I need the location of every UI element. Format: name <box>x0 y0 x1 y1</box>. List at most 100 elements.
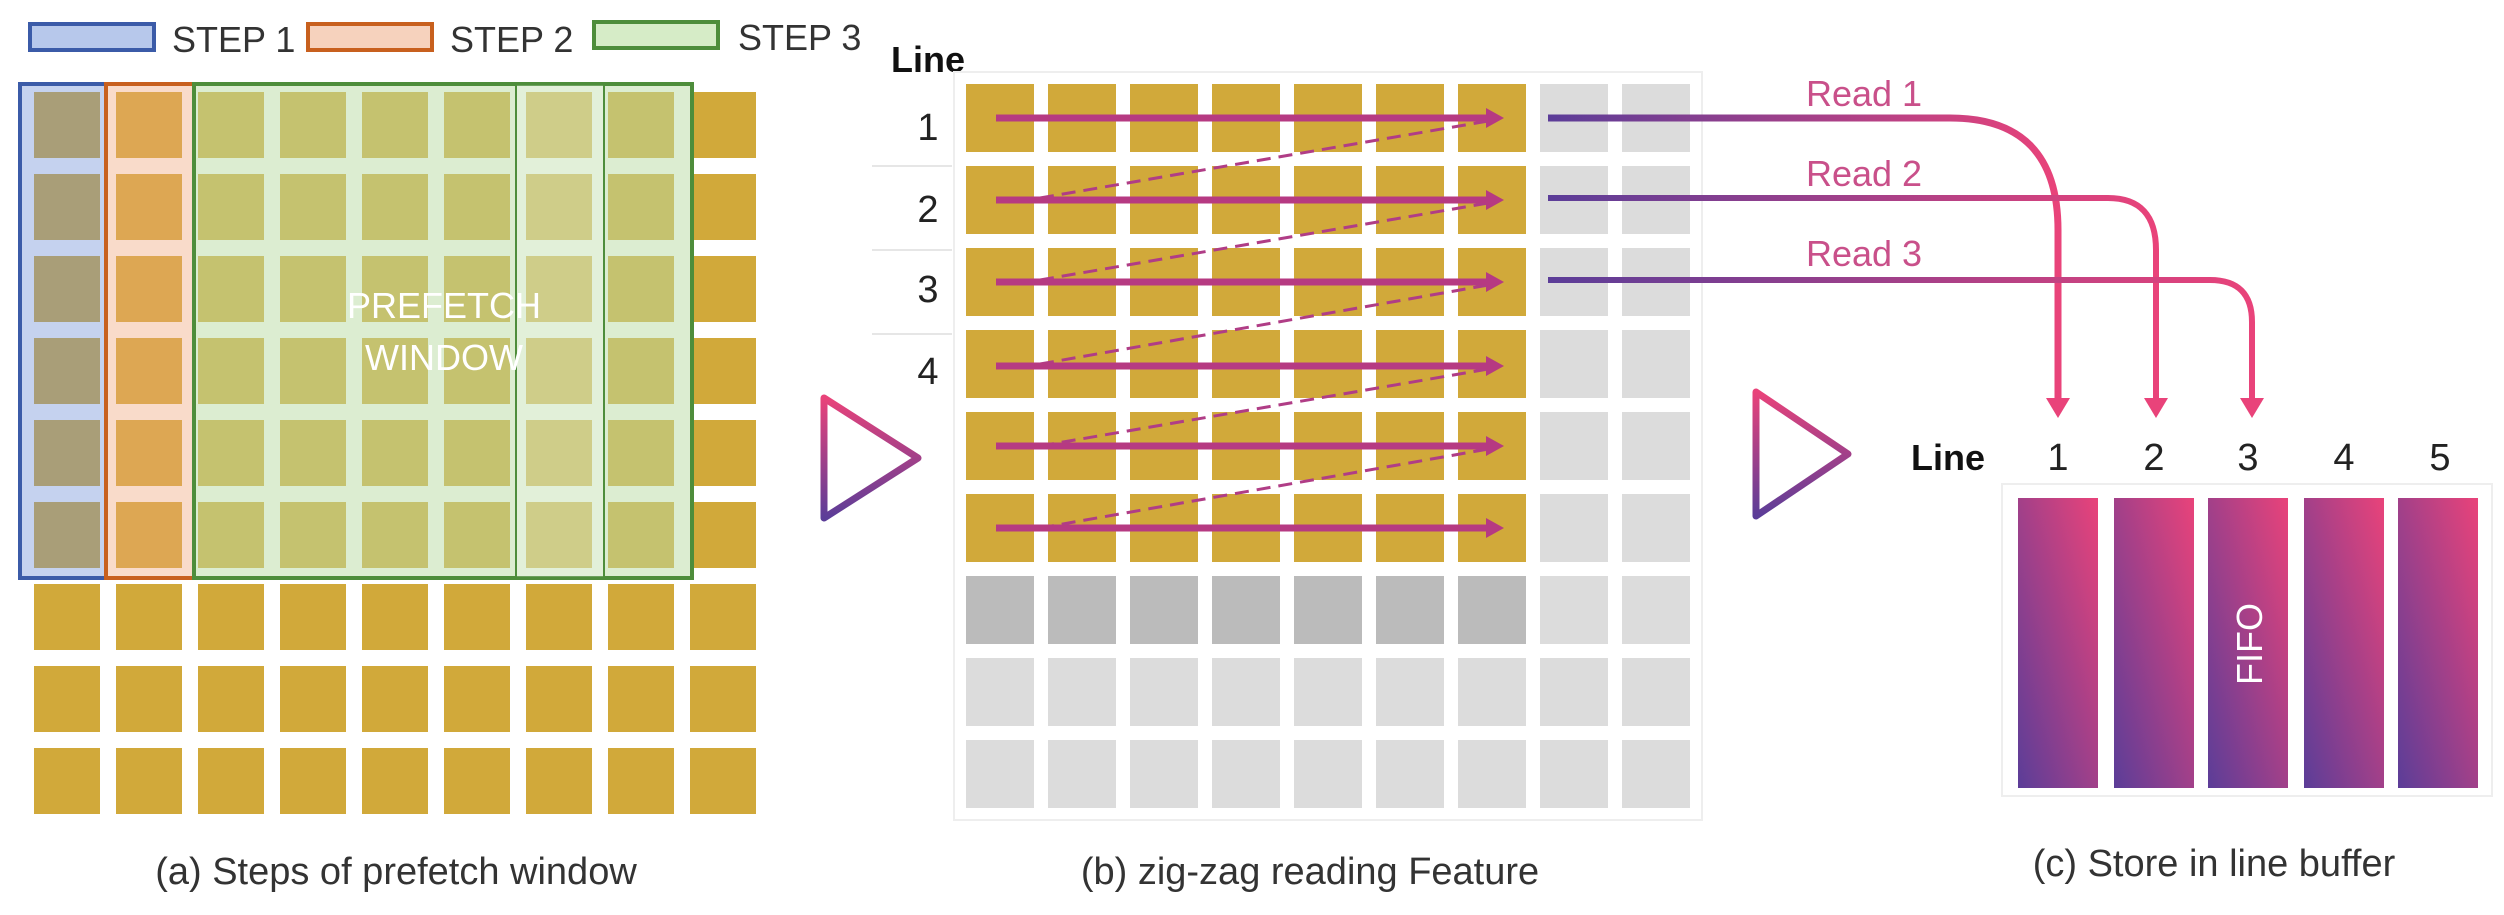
feature-cell-a <box>444 666 510 732</box>
read-label-1: Read 1 <box>1806 73 1922 114</box>
feature-cell-a <box>116 666 182 732</box>
feature-cell-b <box>1622 576 1690 644</box>
process-arrow-1-icon <box>820 394 922 522</box>
line-number-1: 1 <box>917 107 938 149</box>
feature-cell-a <box>690 174 756 240</box>
feature-cell-b <box>1130 576 1198 644</box>
feature-cell-a <box>34 256 100 322</box>
feature-cell-a <box>116 420 182 486</box>
feature-cell-a <box>690 502 756 568</box>
row-arrow-6 <box>996 518 1504 538</box>
line-number-box-2 <box>872 168 952 248</box>
zigzag-return-3 <box>1039 282 1495 366</box>
feature-cell-b <box>1540 494 1608 562</box>
feature-cell-a <box>690 420 756 486</box>
feature-cell-b <box>1622 740 1690 808</box>
feature-cell-a <box>690 338 756 404</box>
step-1-window <box>18 82 108 580</box>
line-buffer-bar-5 <box>2398 498 2478 788</box>
legend-swatch-step-2 <box>306 22 434 52</box>
feature-cell-b <box>1048 740 1116 808</box>
line-number-boxes <box>872 84 952 416</box>
feature-cell-a <box>608 666 674 732</box>
line-buffer-bar-4 <box>2304 498 2384 788</box>
legend-item-step-3: STEP 3 <box>592 17 861 58</box>
feature-cell-a <box>116 584 182 650</box>
feature-cell-a <box>198 584 264 650</box>
feature-cell-b <box>1130 658 1198 726</box>
feature-cell-a <box>444 748 510 814</box>
feature-cell-a <box>362 748 428 814</box>
line-header-c: Line <box>1911 437 1985 478</box>
feature-cell-a <box>690 92 756 158</box>
line-number-box-1 <box>872 84 952 164</box>
feature-cell-b <box>1212 576 1280 644</box>
feature-cell-b <box>966 658 1034 726</box>
feature-cell-b <box>1130 740 1198 808</box>
feature-cell-a <box>690 748 756 814</box>
feature-cell-b <box>1048 576 1116 644</box>
feature-cell-b <box>1540 658 1608 726</box>
feature-cell-a <box>34 502 100 568</box>
legend-swatch-step-1 <box>28 22 156 52</box>
feature-cell-a <box>280 584 346 650</box>
legend: STEP 1 STEP 2 STEP 3 <box>28 17 861 60</box>
feature-cell-b <box>1048 658 1116 726</box>
feature-cell-a <box>526 584 592 650</box>
buffer-line-number-1: 1 <box>2047 437 2068 479</box>
step-2-window <box>104 82 196 580</box>
feature-cell-a <box>116 174 182 240</box>
legend-swatch-step-3 <box>592 20 720 50</box>
prefetch-window-label-line2: WINDOW <box>365 337 523 378</box>
feature-cell-a <box>526 666 592 732</box>
line-number-3: 3 <box>917 269 938 311</box>
feature-cell-a <box>280 666 346 732</box>
prefetch-window-label-line1: PREFETCH <box>347 285 541 326</box>
feature-cell-a <box>34 338 100 404</box>
feature-cell-a <box>34 748 100 814</box>
buffer-line-number-3: 3 <box>2237 437 2258 479</box>
legend-item-step-1: STEP 1 <box>28 19 295 60</box>
feature-cell-b <box>1376 740 1444 808</box>
feature-cell-a <box>34 666 100 732</box>
row-arrow-5 <box>996 436 1504 456</box>
caption-b: (b) zig-zag reading Feature <box>1081 851 1539 893</box>
feature-cell-b <box>1212 658 1280 726</box>
buffer-line-number-4: 4 <box>2333 437 2354 479</box>
feature-cell-b <box>1376 576 1444 644</box>
feature-cell-a <box>34 174 100 240</box>
feature-cell-b <box>1458 576 1526 644</box>
zigzag-return-5 <box>1039 446 1495 530</box>
feature-cell-a <box>362 584 428 650</box>
feature-cell-a <box>198 666 264 732</box>
feature-cell-b <box>1294 740 1362 808</box>
panel-c: Line 1 2 3 4 5 FIFO (c) Store in line bu… <box>1911 437 2493 885</box>
read-path-3: Read 3 <box>1548 233 2264 418</box>
zigzag-return-1 <box>1039 118 1495 200</box>
line-number-box-3 <box>872 252 952 332</box>
feature-cell-b <box>1622 330 1690 398</box>
feature-cell-a <box>608 748 674 814</box>
process-arrow-2-icon <box>1752 388 1852 520</box>
zigzag-return-4 <box>1039 366 1495 448</box>
feature-cell-b <box>1458 740 1526 808</box>
feature-cell-a <box>690 256 756 322</box>
row-arrow-1 <box>996 108 1504 128</box>
feature-cell-b <box>1540 412 1608 480</box>
feature-cell-a <box>280 748 346 814</box>
legend-label-step-2: STEP 2 <box>450 19 573 60</box>
feature-cell-b <box>1540 740 1608 808</box>
row-arrow-4 <box>996 356 1504 376</box>
panel-a: PREFETCH WINDOW (a) Steps of prefetch wi… <box>18 82 756 893</box>
feature-cell-a <box>362 666 428 732</box>
read-label-3: Read 3 <box>1806 233 1922 274</box>
feature-cell-a <box>608 584 674 650</box>
buffer-line-number-5: 5 <box>2429 437 2450 479</box>
line-buffer-bar-3 <box>2208 498 2288 788</box>
feature-cell-b <box>1622 658 1690 726</box>
line-header-b: Line <box>891 39 965 80</box>
row-arrow-3 <box>996 272 1504 292</box>
read-paths: Read 1 Read 2 Read 3 <box>1548 73 2264 418</box>
